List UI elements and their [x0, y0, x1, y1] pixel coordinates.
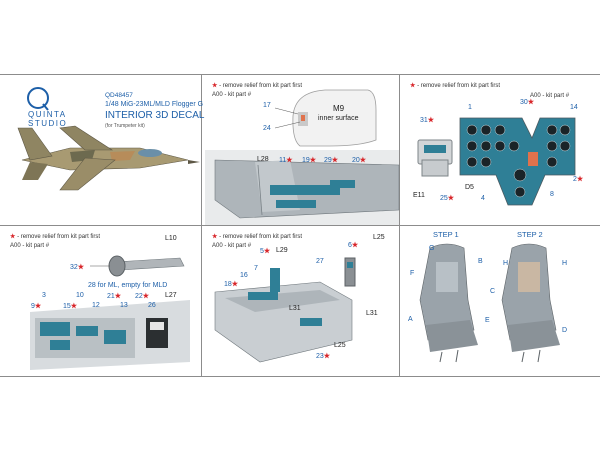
legend-kit-part-4: A00 - kit part # [10, 243, 50, 249]
callout-L31-floor: L31 [289, 305, 301, 312]
callout-L10: L10 [165, 235, 177, 242]
callout-3: 3 [42, 292, 46, 299]
seat-letter-b: B [478, 258, 483, 265]
callout-L27: L27 [165, 292, 177, 299]
callout-L28: L28 [257, 156, 269, 163]
product-code: QD48457 [105, 92, 133, 99]
legend-kit-part-2: A00 - kit part # [212, 92, 252, 98]
brand-line2: STUDIO [28, 119, 68, 128]
callout-24: 24 [263, 125, 271, 132]
callout-29: 29★ [324, 157, 339, 164]
legend-remove-relief-3: ★ - remove relief from kit part first [410, 83, 501, 89]
callout-22: 22★ [135, 293, 150, 300]
callout-L29: L29 [276, 247, 288, 254]
legend-remove-relief-2: ★ - remove relief from kit part first [212, 83, 303, 89]
callout-13: 13 [120, 302, 128, 309]
callout-32: 32★ [70, 264, 85, 271]
callout-6: 6★ [348, 242, 359, 249]
brand-line1: QUINTA [28, 110, 67, 119]
seat-letter-f: F [410, 270, 415, 277]
callout-5: 5★ [260, 248, 271, 255]
callout-31: 31★ [420, 117, 435, 124]
callout-26: 26 [148, 302, 156, 309]
callout-7: 7 [254, 265, 258, 272]
callout-L31-stick: L31 [366, 310, 378, 317]
grid-line-bottom [0, 376, 600, 377]
callout-25: 25★ [440, 195, 455, 202]
seat-letter-h-side: H [562, 260, 568, 267]
legend-kit-part-3: A00 - kit part # [530, 93, 570, 99]
callout-8: 8 [550, 191, 554, 198]
grid-line-right [399, 74, 400, 376]
step1-label: STEP 1 [433, 230, 459, 239]
product-subtitle: INTERIOR 3D DECAL [105, 110, 205, 121]
step2-label: STEP 2 [517, 230, 543, 239]
callout-L25-stick: L25 [373, 234, 385, 241]
callout-16: 16 [240, 272, 248, 279]
callout-1: 1 [468, 104, 472, 111]
grid-line-top [0, 74, 600, 75]
callout-E11: E11 [413, 192, 425, 199]
callout-2: 2★ [573, 176, 584, 183]
legend-kit-part-5: A00 - kit part # [212, 243, 252, 249]
seat-letter-e: E [485, 317, 490, 324]
note-ml-mld: 28 for ML, empty for MLD [88, 282, 168, 289]
grid-line-left [201, 74, 202, 376]
callout-30: 30★ [520, 99, 535, 106]
seat-letter-a: A [408, 316, 413, 323]
callout-9: 9★ [31, 303, 42, 310]
legend-remove-relief-5: ★ - remove relief from kit part first [212, 234, 303, 240]
product-kit: (for Trumpeter kit) [105, 123, 145, 129]
callout-18: 18★ [224, 281, 239, 288]
callout-D5: D5 [465, 184, 474, 191]
seat-letter-g: G [429, 245, 435, 252]
canopy-part-label: M9 [333, 104, 345, 113]
callout-15: 15★ [63, 303, 78, 310]
callout-20: 20★ [352, 157, 367, 164]
callout-4: 4 [481, 195, 485, 202]
canopy-note: inner surface [318, 115, 359, 122]
callout-12: 12 [92, 302, 100, 309]
callout-21: 21★ [107, 293, 122, 300]
product-title: 1/48 MiG-23ML/MLD Flogger G [105, 101, 204, 108]
legend-remove-relief-4: ★ - remove relief from kit part first [10, 234, 101, 240]
callout-27: 27 [316, 258, 324, 265]
callout-10: 10 [76, 292, 84, 299]
callout-14: 14 [570, 104, 578, 111]
callout-19: 19★ [302, 157, 317, 164]
seat-letter-c: C [490, 288, 496, 295]
seat-letter-d: D [562, 327, 568, 334]
callout-23: 23★ [316, 353, 331, 360]
callout-11: 11★ [279, 157, 293, 164]
callout-17: 17 [263, 102, 271, 109]
seat-letter-h-top: H [503, 260, 509, 267]
callout-L25-floor: L25 [334, 342, 346, 349]
grid-line-middle [0, 225, 600, 226]
